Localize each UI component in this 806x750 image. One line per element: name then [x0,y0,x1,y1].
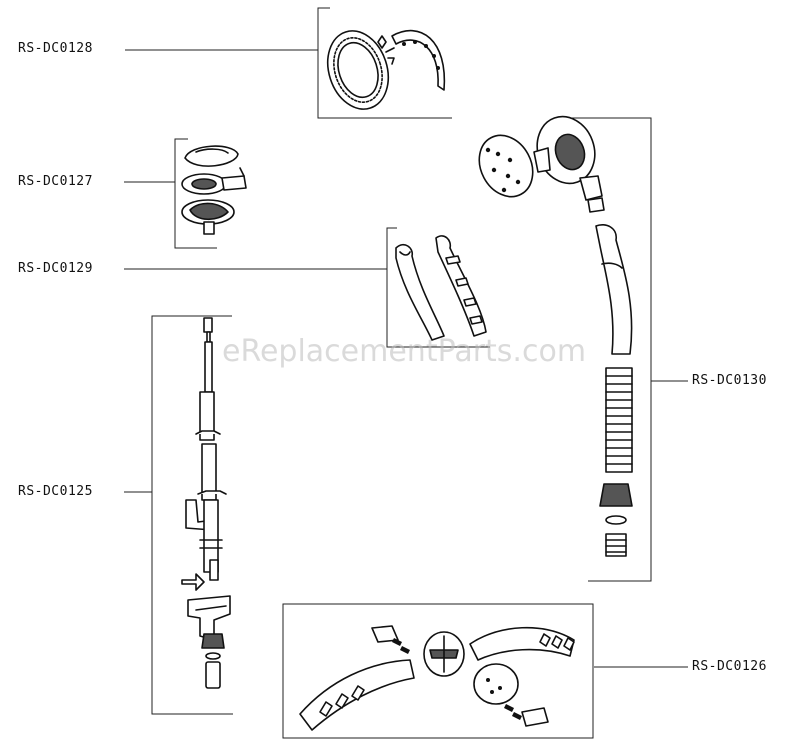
part-knob-lever[interactable] [181,167,247,195]
part-knob-base[interactable] [181,199,235,235]
label-rs-dc0127[interactable]: RS-DC0127 [18,174,93,189]
label-rs-dc0126[interactable]: RS-DC0126 [692,659,767,674]
part-pole-nut[interactable] [201,633,225,689]
part-round-disc[interactable] [423,631,465,677]
part-handle-left-half[interactable] [395,243,445,341]
group-rs-dc0126 [282,603,688,739]
part-handle-right-half[interactable] [435,235,487,337]
label-rs-dc0130[interactable]: RS-DC0130 [692,373,767,388]
part-flex-handle[interactable] [595,224,633,355]
part-curved-cover[interactable] [469,626,575,661]
group-rs-dc0127 [124,138,247,249]
part-spray-disc[interactable] [469,126,543,206]
part-slide-bracket[interactable] [181,573,231,641]
part-small-clip[interactable] [371,625,410,654]
group-rs-dc0130 [469,108,688,582]
group-rs-dc0128 [125,7,452,119]
part-cover-disc[interactable] [473,663,519,705]
part-long-handle-half[interactable] [299,659,415,731]
group-rs-dc0129 [124,227,490,348]
group-rs-dc0125 [124,315,233,715]
part-hose-nut[interactable] [599,483,633,557]
label-rs-dc0129[interactable]: RS-DC0129 [18,261,93,276]
watermark: eReplacementParts.com [222,334,587,369]
part-spray-face-ring[interactable] [318,23,398,117]
label-rs-dc0125[interactable]: RS-DC0125 [18,484,93,499]
part-handshower-head[interactable] [528,108,605,213]
part-shower-pole[interactable] [185,317,227,581]
part-small-clip-2[interactable] [504,704,549,727]
part-spring[interactable] [605,367,633,473]
label-rs-dc0128[interactable]: RS-DC0128 [18,41,93,56]
part-spray-clip[interactable] [377,30,446,91]
part-knob-cap[interactable] [184,145,239,167]
